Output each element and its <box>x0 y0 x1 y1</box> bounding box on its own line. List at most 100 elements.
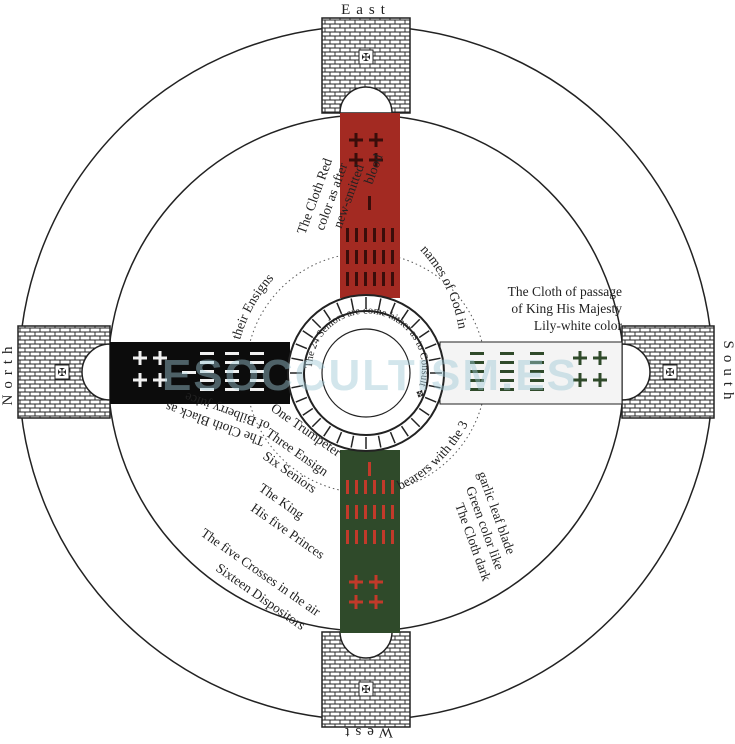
svg-text:✠: ✠ <box>361 684 370 696</box>
tick-mark <box>424 343 437 350</box>
cross-mark <box>593 351 607 365</box>
ensign-mark <box>250 370 264 373</box>
ensign-mark <box>373 228 376 242</box>
cross-mark <box>593 373 607 387</box>
cross-mark <box>369 133 383 147</box>
ensign-mark <box>225 352 239 355</box>
white-band-marks <box>470 351 607 391</box>
tick-mark <box>295 396 308 403</box>
ensign-mark <box>346 530 349 544</box>
tick-mark <box>350 298 355 311</box>
label-north: North <box>0 341 16 406</box>
ensign-mark <box>500 379 514 382</box>
ensign-mark <box>470 352 484 355</box>
ensign-mark <box>355 272 358 286</box>
label-south: South <box>720 340 735 405</box>
ensign-mark <box>373 480 376 494</box>
ensign-mark <box>391 505 394 519</box>
cross-mark <box>349 575 363 589</box>
tick-mark <box>323 425 332 437</box>
ensign-mark <box>391 530 394 544</box>
ensign-mark <box>346 505 349 519</box>
ensign-mark <box>346 250 349 264</box>
king-mark <box>368 462 371 476</box>
tick-mark <box>377 298 382 311</box>
ensign-mark <box>382 480 385 494</box>
cross-mark <box>369 595 383 609</box>
tick-mark <box>295 343 308 350</box>
tick-mark <box>410 318 421 329</box>
ensign-mark <box>225 370 239 373</box>
ensign-mark <box>364 272 367 286</box>
ensign-mark <box>346 228 349 242</box>
ensign-mark <box>200 352 214 355</box>
tick-mark <box>291 384 304 389</box>
tick-mark <box>311 318 322 329</box>
king-mark <box>182 371 196 374</box>
ensign-mark <box>373 250 376 264</box>
ensign-mark <box>391 228 394 242</box>
ensign-mark <box>364 250 367 264</box>
ensign-mark <box>364 480 367 494</box>
cross-mark <box>133 351 147 365</box>
svg-text:✠: ✠ <box>57 367 66 379</box>
ensign-mark <box>382 228 385 242</box>
svg-text:✠: ✠ <box>361 52 370 64</box>
ensign-mark <box>355 505 358 519</box>
tick-mark <box>311 417 322 428</box>
svg-text:Lily-white color: Lily-white color <box>534 318 623 333</box>
cross-mark <box>349 153 363 167</box>
tick-mark <box>336 302 343 315</box>
ensign-mark <box>391 272 394 286</box>
ensign-mark <box>364 530 367 544</box>
ensign-mark <box>250 352 264 355</box>
ensign-mark <box>382 505 385 519</box>
ensign-mark <box>355 480 358 494</box>
tick-mark <box>350 435 355 448</box>
ensign-mark <box>355 530 358 544</box>
ensign-mark <box>500 370 514 373</box>
caption-names-of-god: names of God in <box>418 242 471 330</box>
ensign-mark <box>373 272 376 286</box>
label-east: East <box>341 2 391 18</box>
ensign-mark <box>355 250 358 264</box>
tick-mark <box>389 431 396 444</box>
cross-mark <box>349 595 363 609</box>
red-band-marks <box>346 133 394 286</box>
caption-green-cloth: The Cloth dark Green color like garlic l… <box>452 469 518 583</box>
caption-their-ensigns: their Ensigns <box>228 270 276 340</box>
cross-mark <box>573 351 587 365</box>
tick-mark <box>377 435 382 448</box>
center-tick-ring <box>290 297 442 449</box>
ensign-mark <box>373 505 376 519</box>
ensign-mark <box>530 379 544 382</box>
tick-mark <box>323 309 332 321</box>
ensign-mark <box>373 530 376 544</box>
label-west: West <box>339 724 393 740</box>
cross-mark <box>153 351 167 365</box>
ensign-mark <box>250 388 264 391</box>
ensign-mark <box>346 480 349 494</box>
gate-south: ✠ <box>621 325 715 419</box>
tick-mark <box>410 417 421 428</box>
ensign-mark <box>355 228 358 242</box>
tick-mark <box>400 425 409 437</box>
cross-mark <box>369 153 383 167</box>
cross-mark <box>349 133 363 147</box>
svg-text:The Cloth of passage: The Cloth of passage <box>508 284 622 299</box>
center-circle-core <box>321 328 411 418</box>
ensign-mark <box>250 379 264 382</box>
tick-mark <box>302 330 314 339</box>
ensign-mark <box>470 370 484 373</box>
watermark: ESOCCULTISM.ES <box>162 351 578 400</box>
tick-mark <box>418 330 430 339</box>
ensign-mark <box>391 480 394 494</box>
ensign-mark <box>391 250 394 264</box>
green-band-marks <box>346 462 394 609</box>
ensign-mark <box>382 272 385 286</box>
ensign-mark <box>382 530 385 544</box>
ensign-mark <box>200 388 214 391</box>
ensign-mark <box>200 361 214 364</box>
king-mark <box>368 196 371 210</box>
